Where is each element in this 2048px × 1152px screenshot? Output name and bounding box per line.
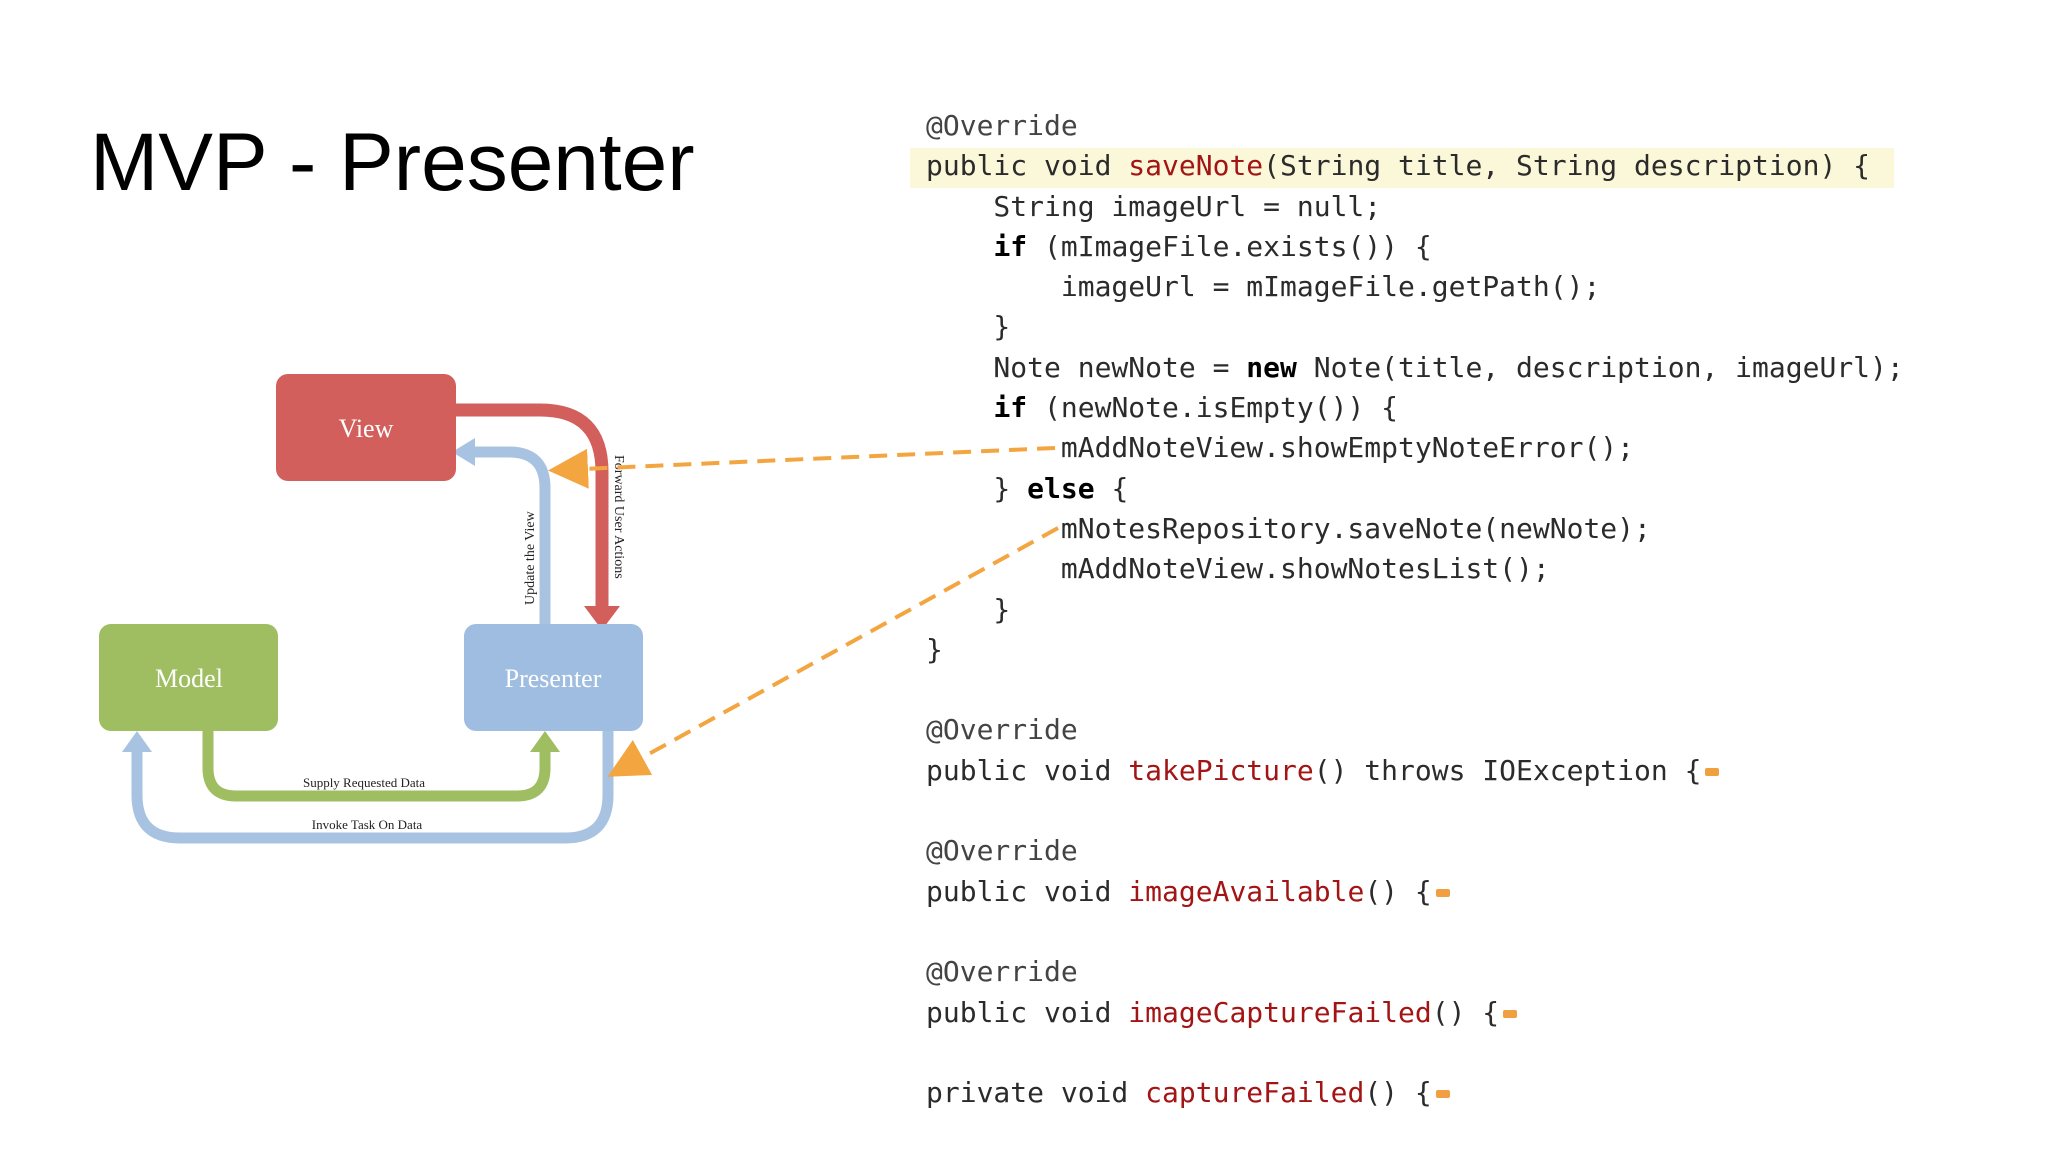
presenter-box [464,624,643,731]
blank-line [926,1033,1926,1073]
code-line: @Override [926,834,1078,868]
code-line: private void captureFailed() { [926,1073,1926,1113]
code-line: @Override [926,109,1078,142]
slide-title: MVP - Presenter [90,117,695,208]
presenter-label: Presenter [505,664,602,693]
supply-arrow [202,730,551,802]
code-line: if (newNote.isEmpty()) { [993,391,1399,425]
forward-label: Forward User Actions [611,455,626,579]
update-arrowhead [452,438,475,466]
code-line: String imageUrl = null; [926,189,1382,223]
code-line: } else { [926,471,1129,505]
blank-line [926,791,1926,831]
code-line: } [926,310,1011,344]
code-line: imageUrl = mImageFile.getPath(); [926,270,1601,304]
update-arrow [470,446,551,625]
code-block: @Override public void saveNote(String ti… [910,106,1926,1113]
code-line: public void imageAvailable() { [926,872,1926,912]
fold-icon[interactable] [1435,1090,1450,1099]
code-line: @Override [926,955,1078,989]
code-line: mAddNoteView.showNotesList(); [926,552,1550,586]
model-box [99,624,278,731]
fold-icon[interactable] [1435,888,1450,897]
model-label: Model [155,664,223,693]
fold-icon[interactable] [1705,767,1720,776]
blank-line [926,670,1926,710]
view-label: View [339,414,394,443]
invoke-arrowhead [122,731,152,752]
forward-arrowhead [584,606,620,630]
supply-label: Supply Requested Data [303,775,425,790]
code-line: public void saveNote(String title, Strin… [926,149,1871,183]
view-box [276,374,456,481]
code-line: mNotesRepository.saveNote(newNote); [926,511,1651,545]
blank-line [926,912,1926,952]
code-line: } [926,592,1011,626]
code-line: } [926,632,943,666]
code-line: if (mImageFile.exists()) { [993,229,1432,263]
code-line: mAddNoteView.showEmptyNoteError(); [926,431,1635,465]
code-line: public void takePicture() throws IOExcep… [926,751,1926,791]
fold-icon[interactable] [1503,1009,1518,1018]
code-line: Note newNote = new Note(title, descripti… [926,350,1904,384]
supply-arrowhead [530,731,560,752]
update-label: Update the View [523,510,538,605]
code-line: @Override [926,713,1078,747]
code-line: public void imageCaptureFailed() { [926,993,1926,1033]
invoke-label: Invoke Task On Data [312,817,423,832]
code-highlight [910,148,1894,188]
invoke-arrow [131,730,614,844]
